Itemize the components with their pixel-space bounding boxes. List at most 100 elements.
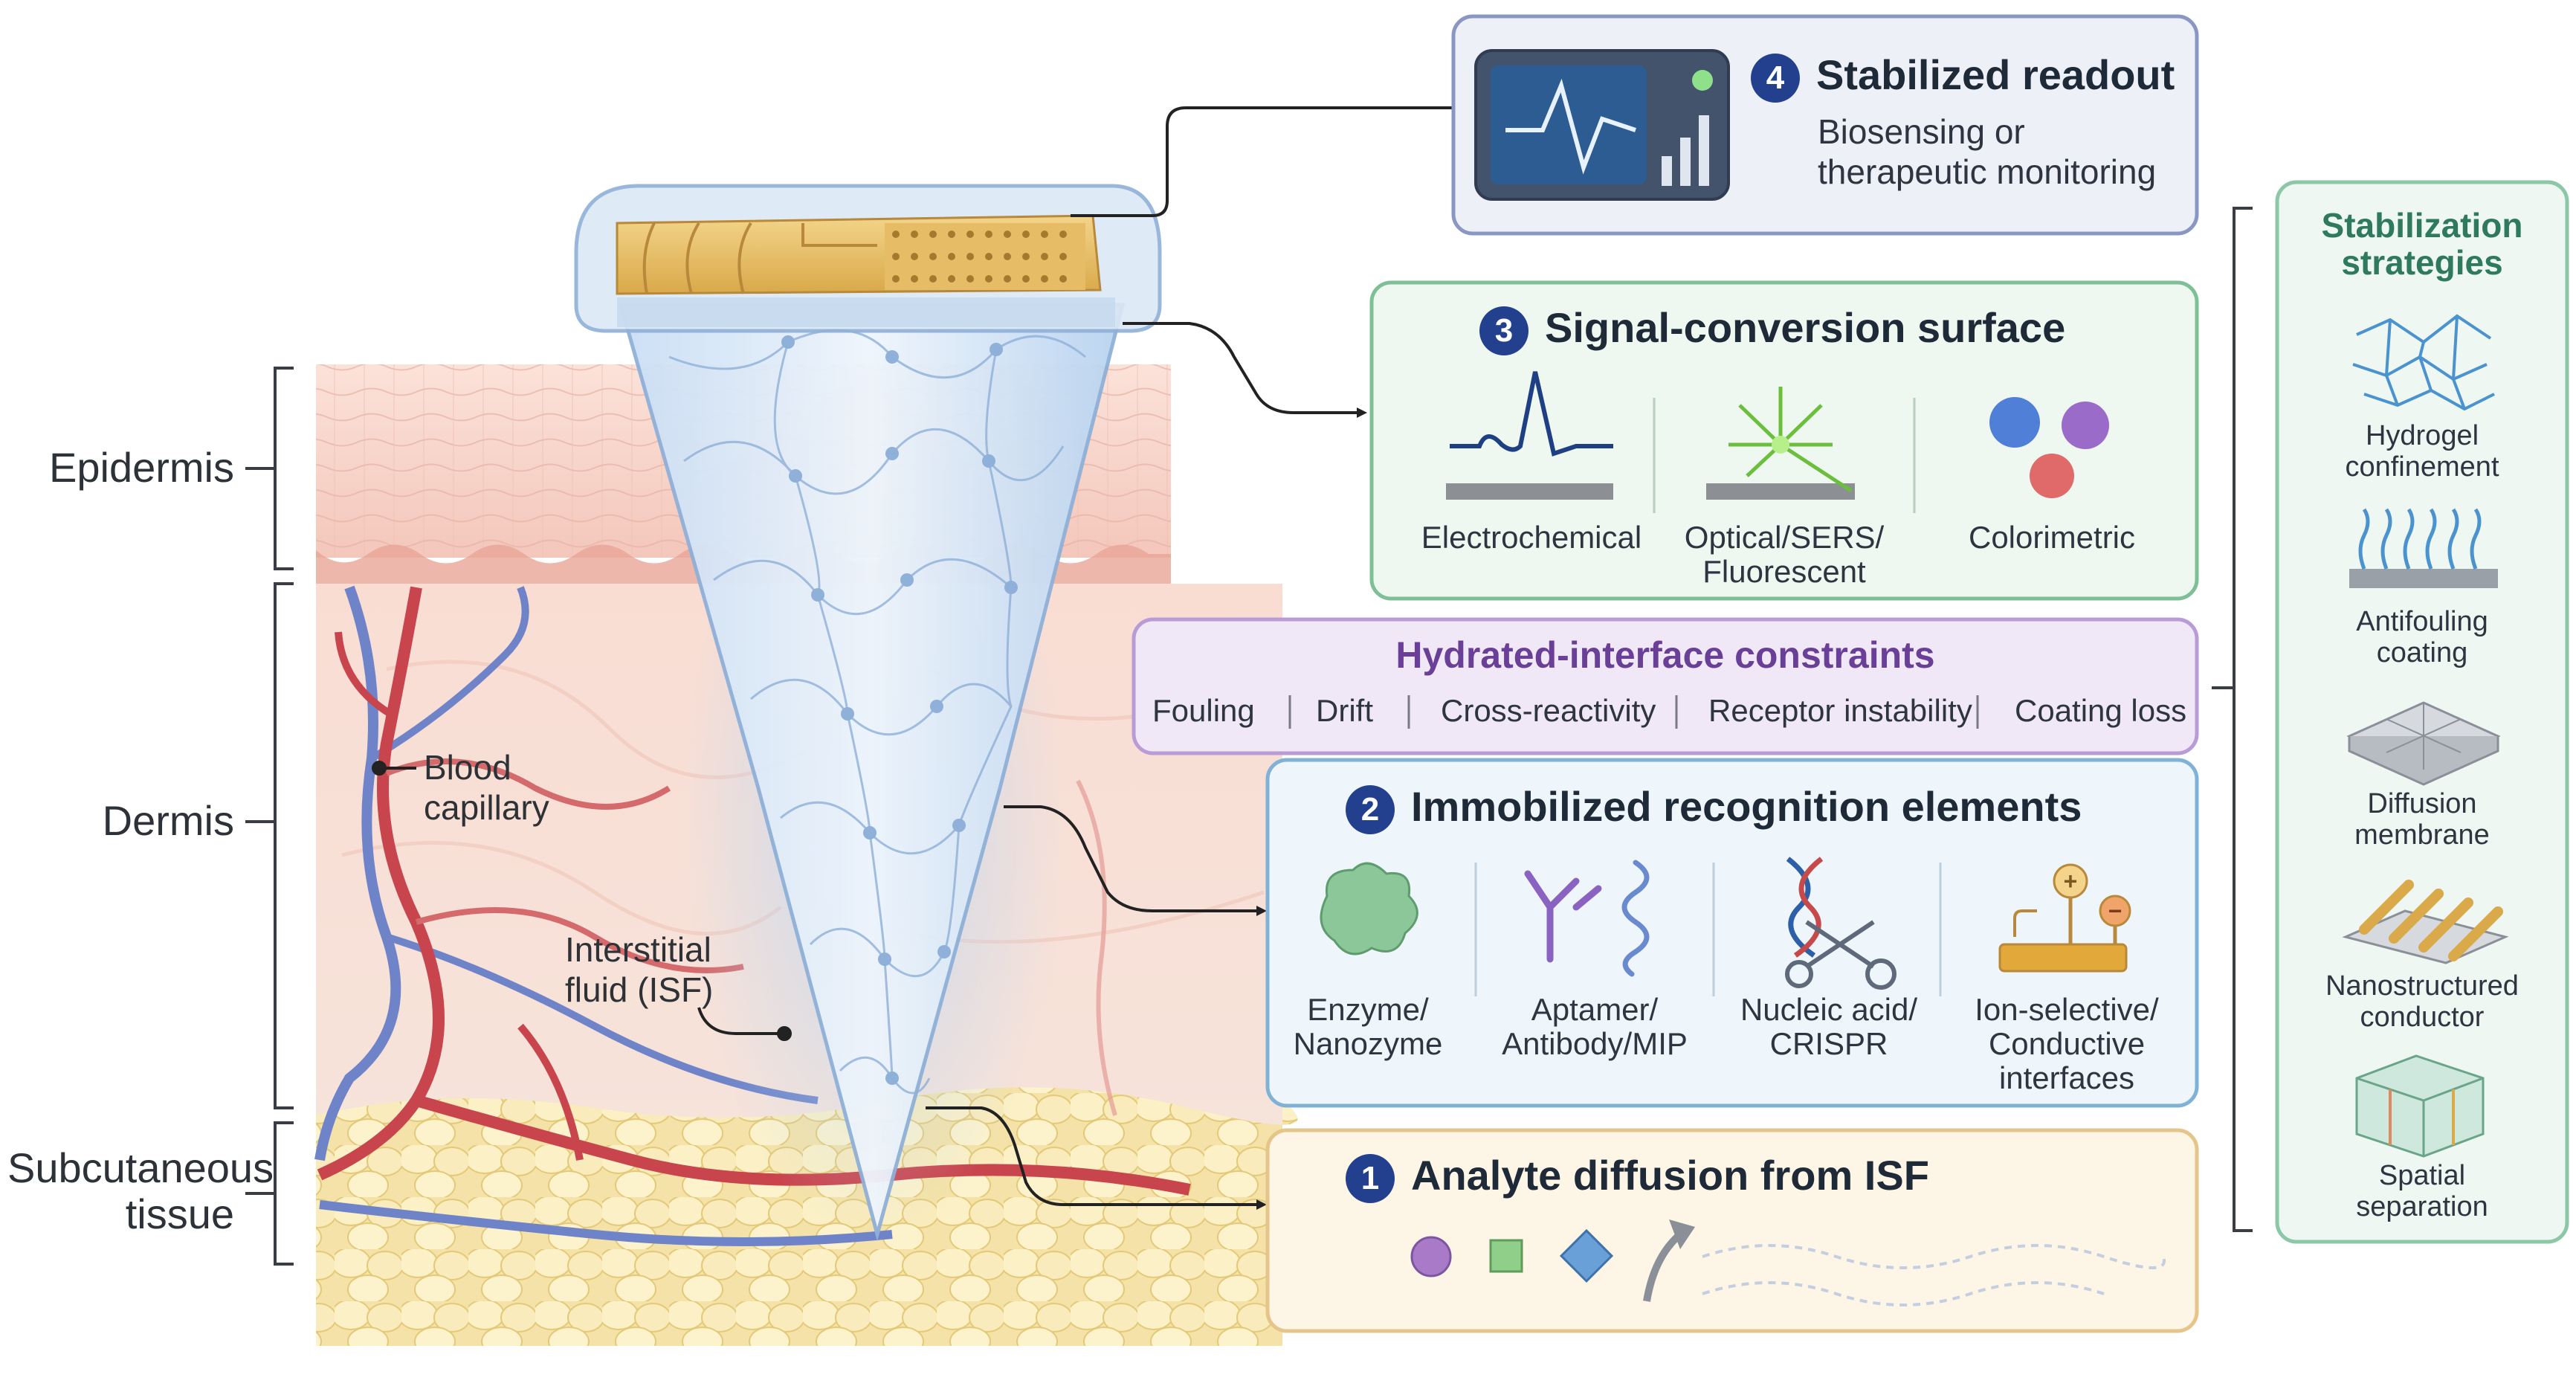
constraints-title: Hydrated-interface constraints	[1395, 634, 1935, 676]
recognition-item-ion-selective-line2: Conductive	[1988, 1026, 2146, 1061]
connector-lines	[926, 106, 1457, 1210]
strategy-hydrogel-line1: Hydrogel	[2365, 420, 2479, 451]
upward-arrow-icon	[1643, 1231, 1683, 1302]
strategy-diffusion-membrane-line1: Diffusion	[2367, 788, 2477, 819]
strategy-diffusion-membrane: Diffusion membrane	[2277, 788, 2567, 851]
recognition-item-ion-selective: Ion-selective/ Conductive interfaces	[1948, 993, 2186, 1095]
strategies-title: Stabilization strategies	[2277, 207, 2567, 281]
dna-scissors-icon	[1785, 857, 1897, 990]
signal-item-optical: Optical/SERS/ Fluorescent	[1662, 521, 1907, 589]
blood-capillary-label: Blood capillary	[424, 748, 549, 827]
signal-item-optical-line2: Fluorescent	[1702, 554, 1866, 589]
strategy-spatial-separation: Spatial separation	[2277, 1160, 2567, 1222]
signal-title-text: Signal-conversion surface	[1545, 304, 2066, 351]
diffusion-wave	[1702, 1244, 2166, 1269]
step-badge-2: 2	[1346, 785, 1395, 835]
strategy-antifouling: Antifouling coating	[2277, 606, 2567, 668]
recognition-item-enzyme-line2: Nanozyme	[1293, 1026, 1443, 1061]
layer-brackets	[245, 367, 294, 1266]
electrode-patch	[574, 184, 1162, 333]
microneedle	[618, 303, 1126, 1242]
recognition-title-text: Immobilized recognition elements	[1411, 783, 2082, 830]
readout-title-text: Stabilized readout	[1816, 51, 2175, 98]
electrode-array-grid	[892, 231, 1067, 283]
recognition-item-ion-selective-line3: interfaces	[1998, 1060, 2135, 1095]
optical-burst-icon	[1706, 387, 1855, 500]
recognition-item-aptamer-line2: Antibody/MIP	[1502, 1026, 1688, 1061]
strategies-title-line2: strategies	[2341, 243, 2503, 282]
strategy-spatial-separation-line1: Spatial	[2378, 1160, 2466, 1191]
antibody-aptamer-icon	[1524, 860, 1650, 977]
constraint-receptor-instability: Receptor instability	[1708, 693, 1972, 728]
readout-subtitle-line1: Biosensing or	[1818, 112, 2025, 151]
svg-text:+: +	[2064, 868, 2078, 895]
strategy-hydrogel-line2: confinement	[2345, 451, 2499, 483]
step-badge-3: 3	[1479, 306, 1529, 356]
hydrogel-network-icon	[2352, 314, 2495, 411]
step-badge-1: 1	[1346, 1154, 1395, 1204]
strategy-diffusion-membrane-line2: membrane	[2354, 819, 2490, 851]
constraint-drift: Drift	[1316, 693, 1373, 728]
recognition-item-nucleic-acid-line1: Nucleic acid/	[1740, 992, 1918, 1027]
subcutaneous-text: Subcutaneous tissue	[7, 1144, 274, 1237]
waveform-icon	[1505, 78, 1636, 175]
status-light-icon	[1692, 70, 1713, 91]
color-spheres-icon	[1989, 397, 2109, 498]
signal-item-colorimetric-line1: Colorimetric	[1968, 520, 2136, 555]
annotation-leaders	[372, 761, 792, 1041]
strategy-nanostructured-line2: conductor	[2360, 1002, 2485, 1033]
analyte-diamond-icon	[1559, 1228, 1614, 1283]
recognition-item-aptamer-line1: Aptamer/	[1531, 992, 1659, 1027]
signal-card	[1369, 280, 2199, 601]
recognition-item-nucleic-acid: Nucleic acid/ CRISPR	[1721, 993, 1937, 1061]
recognition-title: 2 Immobilized recognition elements	[1346, 782, 2082, 835]
signal-item-electrochemical-line1: Electrochemical	[1421, 520, 1642, 555]
diffusion-membrane-icon	[2346, 701, 2501, 786]
readout-subtitle-line2: therapeutic monitoring	[1818, 152, 2157, 191]
diffusion-card	[1265, 1128, 2199, 1333]
analyte-square-icon	[1489, 1239, 1523, 1273]
nanostructured-conductor-icon	[2342, 880, 2509, 964]
subcutaneous-label: Subcutaneous tissue	[7, 1145, 274, 1237]
strategies-panel	[2212, 180, 2569, 1244]
ion-selective-icon: + −	[1998, 863, 2131, 973]
strategy-spatial-separation-line2: separation	[2356, 1191, 2488, 1222]
isf-label: Interstitial fluid (ISF)	[565, 930, 714, 1009]
recognition-item-ion-selective-line1: Ion-selective/	[1975, 992, 2159, 1027]
step-badge-4: 4	[1751, 54, 1800, 103]
recognition-item-nucleic-acid-line2: CRISPR	[1769, 1026, 1888, 1061]
blood-vessels	[314, 585, 1191, 1246]
strategy-antifouling-line2: coating	[2376, 637, 2468, 668]
epidermis-label: Epidermis	[49, 444, 234, 491]
diffusion-title-text: Analyte diffusion from ISF	[1411, 1152, 1929, 1199]
recognition-item-enzyme: Enzyme/ Nanozyme	[1275, 993, 1461, 1061]
signal-title: 3 Signal-conversion surface	[1479, 303, 2066, 356]
diffusion-title: 1 Analyte diffusion from ISF	[1346, 1151, 1929, 1204]
strategy-nanostructured: Nanostructured conductor	[2277, 970, 2567, 1033]
dermis-label: Dermis	[102, 797, 234, 844]
antifouling-brush-icon	[2349, 508, 2498, 588]
analyte-circle-icon	[1410, 1236, 1452, 1277]
constraint-coating-loss: Coating loss	[2015, 693, 2187, 728]
constraint-fouling: Fouling	[1152, 693, 1255, 728]
svg-text:−: −	[2108, 897, 2123, 924]
readout-title: 4 Stabilized readout	[1751, 51, 2175, 103]
signal-item-electrochemical: Electrochemical	[1413, 521, 1650, 555]
electrochemical-peak-icon	[1446, 371, 1613, 500]
constraint-cross-reactivity: Cross-reactivity	[1441, 693, 1656, 728]
signal-item-optical-line1: Optical/SERS/	[1684, 520, 1885, 555]
recognition-item-enzyme-line1: Enzyme/	[1307, 992, 1429, 1027]
readout-subtitle: Biosensing or therapeutic monitoring	[1818, 112, 2156, 192]
readout-card	[1451, 14, 2199, 236]
constraints-card	[1132, 617, 2199, 755]
recognition-item-aptamer: Aptamer/ Antibody/MIP	[1483, 993, 1706, 1061]
recognition-card: + −	[1265, 758, 2199, 1108]
strategy-nanostructured-line1: Nanostructured	[2325, 970, 2519, 1002]
spatial-separation-icon	[2355, 1054, 2485, 1158]
strategy-hydrogel: Hydrogel confinement	[2277, 420, 2567, 483]
signal-item-colorimetric: Colorimetric	[1933, 521, 2171, 555]
enzyme-icon	[1320, 862, 1418, 955]
strategies-title-line1: Stabilization	[2321, 206, 2523, 245]
